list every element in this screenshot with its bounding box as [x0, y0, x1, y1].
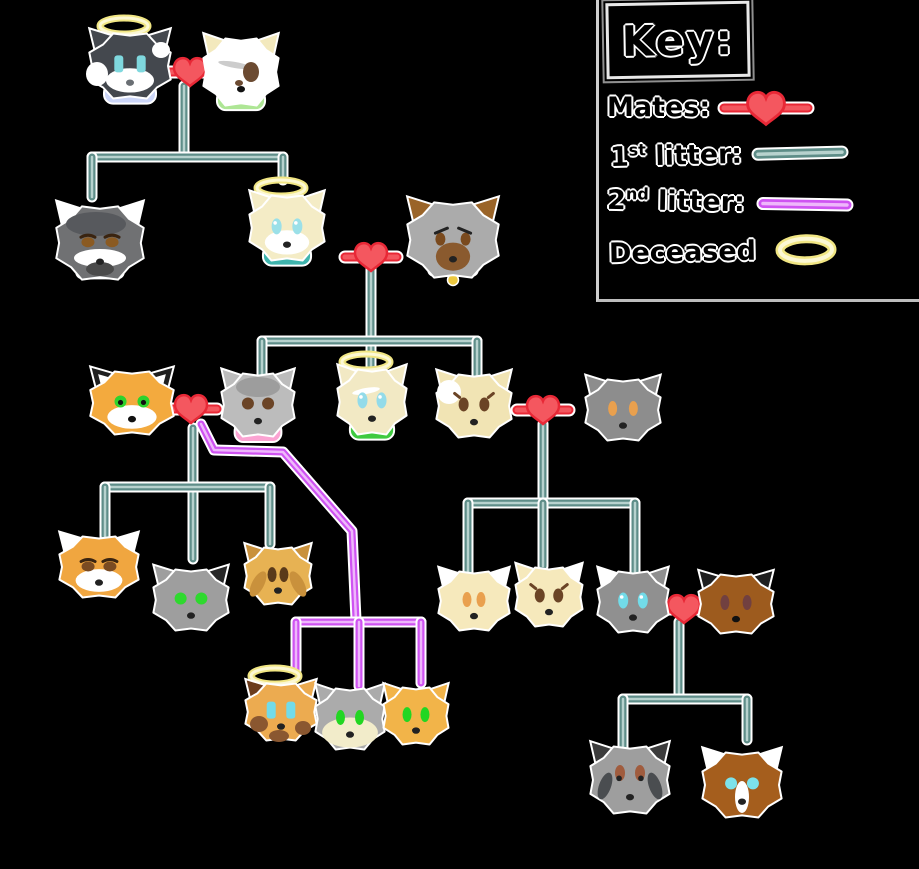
- dog-d01: [86, 14, 173, 105]
- first-litter-line: [256, 262, 483, 384]
- key-panel: Key: Mates: 1st litter: 2nd litter: Dece…: [596, 0, 919, 302]
- first-litter-line: [462, 418, 641, 578]
- first-litter-line: [617, 616, 753, 754]
- first-litter-line: [86, 80, 289, 203]
- first-litter-line: [99, 422, 276, 565]
- dog-d17: [436, 565, 512, 632]
- dog-d15: [313, 682, 387, 751]
- dog-d14: [243, 664, 319, 742]
- dog-d06: [219, 366, 297, 444]
- deceased-label: Deceased: [608, 235, 757, 269]
- mates-heart: [158, 393, 224, 425]
- first-litter-label: 1st litter:: [609, 138, 743, 174]
- legend-row-first-litter: 1st litter:: [609, 128, 850, 180]
- mates-label: Mates:: [607, 91, 711, 123]
- dog-d08: [434, 367, 514, 439]
- second-litter-line-icon: [754, 179, 855, 227]
- legend-row-mates: Mates:: [607, 84, 816, 130]
- dog-d09: [583, 373, 663, 442]
- mates-heart-icon: [716, 84, 816, 130]
- dog-d12: [151, 563, 231, 632]
- dog-d21: [588, 739, 672, 815]
- dog-d19: [595, 565, 671, 634]
- mates-heart: [338, 241, 404, 273]
- dog-d22: [700, 745, 784, 819]
- second-litter-label: 2nd litter:: [606, 184, 746, 219]
- dog-d16: [381, 681, 451, 746]
- dog-d11: [57, 530, 141, 599]
- dog-d20: [696, 568, 776, 635]
- deceased-halo-icon: [766, 226, 867, 274]
- legend-row-deceased: Deceased: [609, 226, 867, 276]
- key-title: Key:: [621, 14, 735, 66]
- dog-d07: [335, 350, 409, 441]
- key-title-box: Key:: [601, 0, 755, 84]
- legend-row-second-litter: 2nd litter:: [607, 177, 856, 227]
- dog-d18: [513, 561, 585, 628]
- dog-d10: [88, 364, 176, 436]
- first-litter-line-icon: [750, 128, 851, 177]
- dog-d05: [405, 194, 501, 287]
- mates-heart: [510, 394, 576, 426]
- dog-d04: [247, 176, 327, 267]
- second-litter-line: [195, 418, 427, 692]
- dog-d03: [54, 199, 146, 281]
- dog-d13: [242, 541, 314, 606]
- dog-d02: [201, 31, 281, 112]
